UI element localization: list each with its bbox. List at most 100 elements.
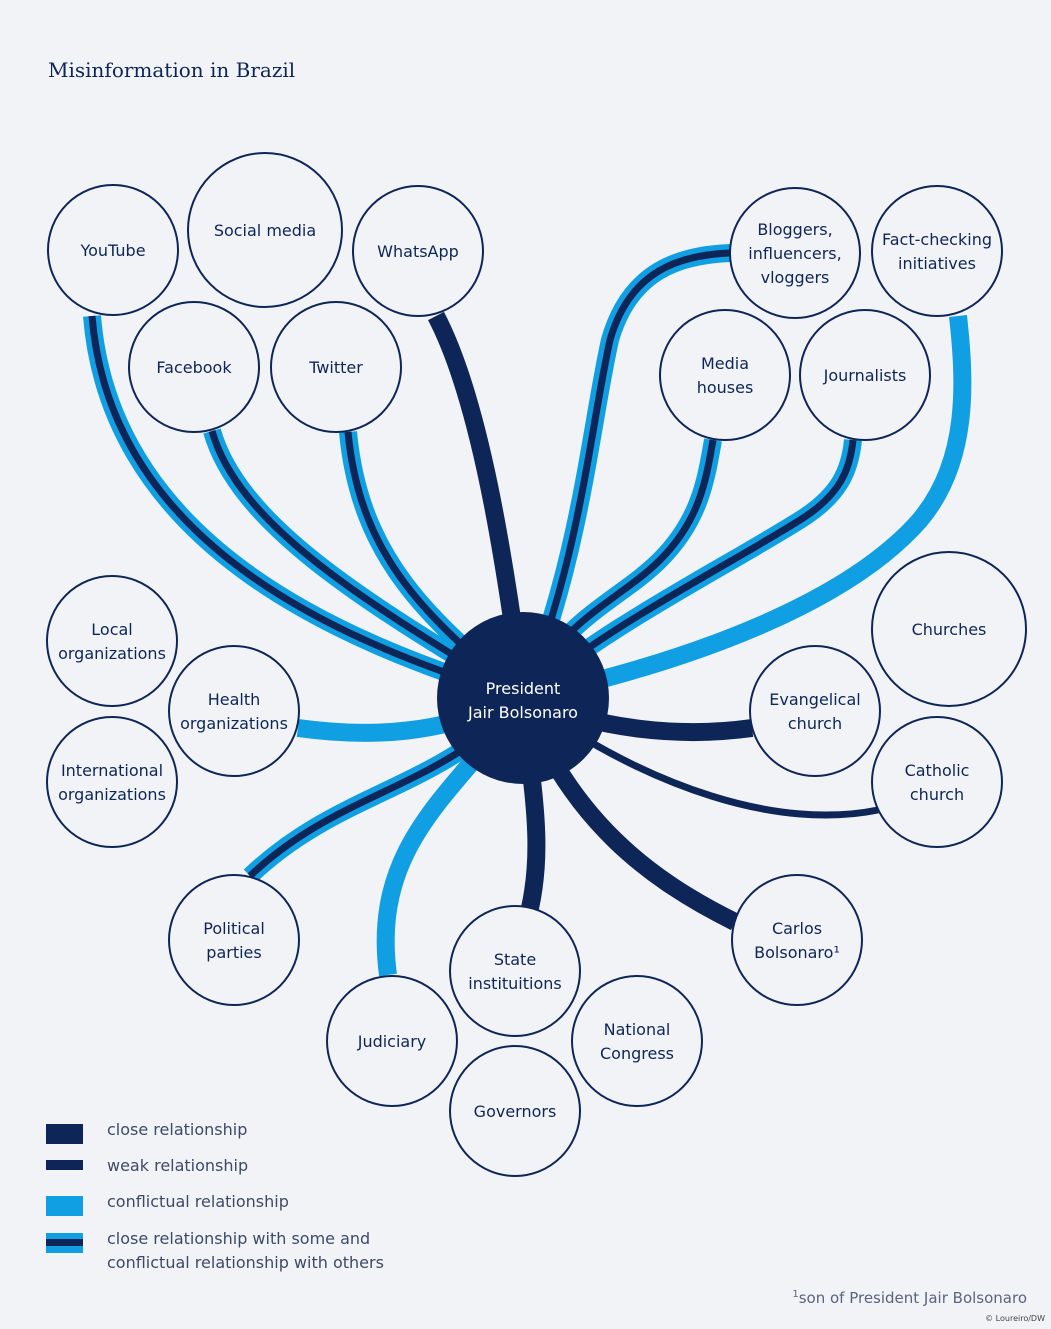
node-circle [571,975,703,1107]
node-label-line: Bloggers, [757,220,832,239]
node-media-houses[interactable]: Media houses [659,309,791,441]
node-circle [799,309,931,441]
node-label-line: Media [701,354,749,373]
node-circle [449,905,581,1037]
node-label-line: Churches [912,620,987,639]
node-label-line: Journalists [823,366,907,385]
node-international-organizations[interactable]: International organizations [46,716,178,848]
node-label-line: church [910,785,964,804]
node-label-line: Fact-checking [882,230,992,249]
node-circle [187,152,343,308]
legend-item-conflictual: conflictual relationship [46,1190,466,1230]
node-label-line: WhatsApp [377,242,459,261]
node-twitter[interactable]: Twitter [270,301,402,433]
link-fact-checking [521,315,972,707]
node-label-line: organizations [180,714,288,733]
legend-swatch-close [46,1124,83,1144]
node-circle [749,645,881,777]
node-churches[interactable]: Churches [871,551,1027,707]
diagram-title: Misinformation in Brazil [48,58,296,82]
node-whatsapp[interactable]: WhatsApp [352,185,484,317]
node-circle [168,874,300,1006]
node-label-line: parties [206,943,261,962]
node-circle [729,187,861,319]
node-label-line: Local [91,620,132,639]
node-label-line: Judiciary [357,1032,427,1051]
node-circle [270,301,402,433]
node-governors[interactable]: Governors [449,1045,581,1177]
footnote-marker: 1 [792,1289,799,1300]
link-stroke-mixed-inner [88,315,525,702]
node-circle [352,185,484,317]
node-label-line: instituitions [468,974,561,993]
node-label-line: YouTube [79,241,145,260]
legend-label-mixed-line2: conflictual relationship with others [107,1253,384,1272]
node-fact-checking[interactable]: Fact-checking initiatives [871,185,1003,317]
link-stroke-conflictual [521,315,972,707]
node-circle [449,1045,581,1177]
node-label-line: Social media [214,221,316,240]
node-label-line: Political [203,919,265,938]
node-circle [871,551,1027,707]
node-circle [871,185,1003,317]
legend-item-mixed: close relationship with some and conflic… [46,1227,466,1287]
node-label-line: organizations [58,785,166,804]
legend-label-mixed: close relationship with some and conflic… [107,1227,384,1275]
node-facebook[interactable]: Facebook [128,301,260,433]
node-local-organizations[interactable]: Local organizations [46,575,178,707]
node-label-line: vloggers [761,268,830,287]
center-node-bolsonaro[interactable]: President Jair Bolsonaro [437,612,609,784]
link-bloggers [514,244,731,702]
node-catholic-church[interactable]: Catholic church [871,716,1003,848]
node-political-parties[interactable]: Political parties [168,874,300,1006]
legend-label-weak: weak relationship [107,1156,249,1175]
node-label-line: Bolsonaro¹ [754,943,840,962]
node-label-line: initiatives [898,254,976,273]
footnote-text: son of President Jair Bolsonaro [798,1289,1027,1307]
node-judiciary[interactable]: Judiciary [326,975,458,1107]
node-health-organizations[interactable]: Health organizations [168,645,300,777]
node-circle [46,716,178,848]
node-bloggers[interactable]: Bloggers, influencers, vloggers [729,187,861,319]
legend-label-close: close relationship [107,1120,248,1139]
node-label-line: National [604,1020,671,1039]
node-label-line: organizations [58,644,166,663]
node-evangelical-church[interactable]: Evangelical church [749,645,881,777]
node-state-institutions[interactable]: State instituitions [449,905,581,1037]
image-credit: © Loureiro/DW [985,1314,1045,1323]
legend-label-conflictual: conflictual relationship [107,1192,289,1211]
node-label-line: church [788,714,842,733]
node-circle [128,301,260,433]
node-label-line: Evangelical [769,690,860,709]
node-label-line: houses [697,378,754,397]
node-label-line: Twitter [308,358,363,377]
footnote: 1son of President Jair Bolsonaro [792,1289,1027,1307]
node-label-line: Health [208,690,261,709]
node-social-media[interactable]: Social media [187,152,343,308]
node-circle [168,645,300,777]
node-label-line: Governors [474,1102,557,1121]
node-label-line: State [494,950,536,969]
node-circle [326,975,458,1107]
legend-swatch-conflictual [46,1196,83,1216]
center-label-line1: President [486,679,561,698]
legend-item-close: close relationship [46,1118,466,1158]
link-youtube [83,315,526,707]
node-label-line: International [61,761,163,780]
legend-label-mixed-line1: close relationship with some and [107,1229,371,1248]
node-label-line: Carlos [772,919,822,938]
legend-item-weak: weak relationship [46,1154,466,1194]
node-journalists[interactable]: Journalists [799,309,931,441]
center-label-line2: Jair Bolsonaro [467,703,578,722]
node-label-line: Catholic [905,761,970,780]
node-youtube[interactable]: YouTube [47,184,179,316]
node-circle [46,575,178,707]
node-circle [871,716,1003,848]
node-circle [47,184,179,316]
link-stroke-mixed-inner [519,249,731,700]
node-label-line: influencers, [748,244,841,263]
